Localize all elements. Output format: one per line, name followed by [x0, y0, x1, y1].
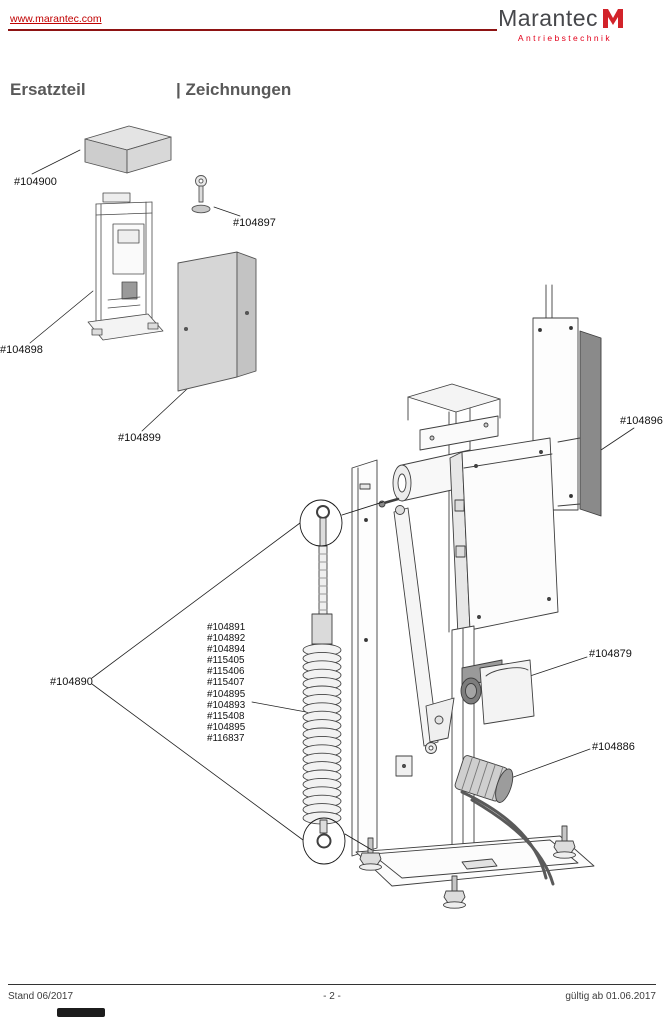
drawing-spring-104890: [302, 505, 342, 849]
part-label-104899: #104899: [118, 432, 161, 444]
part-label-104879: #104879: [589, 648, 632, 660]
drawing-roller-104886: [454, 755, 514, 803]
brand-subtitle: Antriebstechnik: [517, 33, 612, 43]
spring-part-item: #115405: [207, 655, 245, 667]
spring-part-item: #115407: [207, 677, 245, 689]
drawing-cover-box-104900: [84, 125, 172, 174]
spring-part-item: #104895: [207, 688, 246, 700]
drawing-main-assembly-104896: [351, 284, 602, 909]
part-label-104897: #104897: [233, 217, 276, 229]
spring-part-item: #104891: [207, 622, 246, 633]
callout-circles: [299, 499, 384, 865]
bolt-right: [553, 825, 576, 859]
brand-block: Marantec Antriebstechnik: [498, 5, 624, 43]
drawing-key-104897: [191, 175, 211, 214]
page-title-zeichnungen: | Zeichnungen: [176, 80, 292, 99]
part-label-104896: #104896: [620, 415, 663, 427]
header-rule: [8, 29, 497, 31]
brand-name: Marantec: [498, 5, 598, 31]
bolt-left: [359, 837, 382, 871]
drawing-motor-104879: [460, 659, 535, 725]
footer-page-number: - 2 -: [323, 991, 341, 1002]
page-title-ersatzteil: Ersatzteil: [10, 80, 86, 99]
part-label-104900: #104900: [14, 176, 57, 188]
drawing-post-assembly-104898: [87, 192, 164, 341]
spring-part-item: #104895: [207, 721, 246, 733]
part-label-104890: #104890: [50, 676, 93, 688]
spring-part-item: #115408: [207, 710, 245, 722]
spring-part-list: #104891 #104892 #104894 #115405 #115406 …: [207, 622, 245, 744]
bottom-bar-artifact: [57, 1008, 105, 1017]
drawing-cover-104899: [177, 251, 257, 392]
spring-part-item: #104894: [207, 644, 246, 656]
marantec-logo-icon: [603, 9, 623, 28]
spring-coil: [302, 643, 342, 825]
spring-part-item: #116837: [207, 732, 245, 744]
bolt-front: [443, 875, 466, 909]
footer-valid-from: gültig ab 01.06.2017: [565, 991, 656, 1002]
spring-part-item: #104893: [207, 699, 246, 711]
website-link[interactable]: www.marantec.com: [10, 13, 102, 25]
part-label-104898: #104898: [0, 344, 43, 356]
brand-row: Marantec: [498, 5, 624, 32]
footer-rule: [8, 984, 656, 985]
part-label-104886: #104886: [592, 741, 635, 753]
parts-drawing-svg: [29, 125, 635, 909]
footer-stand-date: Stand 06/2017: [8, 991, 74, 1002]
spring-part-item: #115406: [207, 666, 245, 678]
spring-part-item: #104892: [207, 633, 246, 645]
